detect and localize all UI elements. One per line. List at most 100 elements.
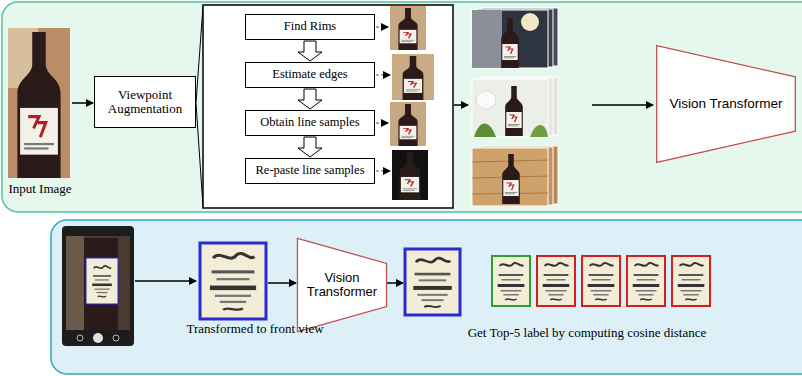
caption-label: Get Top-5 label by computing cosine dist… [452, 326, 722, 341]
step-thumbnails [392, 54, 434, 100]
augmented-stack-wood [472, 148, 548, 206]
step-thumbnails [398, 8, 417, 50]
model-trapezoid: Vision Transformer [656, 45, 796, 163]
text-group: Obtain line samples [260, 116, 359, 130]
trapezoid-outline [657, 46, 796, 163]
phone-screenshot [84, 238, 118, 330]
query-label [405, 249, 460, 315]
top5-results [627, 256, 665, 306]
hollow-arrow [298, 41, 322, 61]
front-view-label [200, 243, 266, 319]
node-label: Viewpoint Augmentation [98, 88, 192, 117]
phone-screenshot [86, 258, 118, 304]
top5-results [537, 256, 575, 306]
augmented-stack-flower [530, 125, 548, 137]
trapezoid-outline [297, 238, 386, 331]
input-photo [8, 28, 70, 178]
text-group: Vision Transformer [669, 97, 782, 112]
bottom-panel [51, 220, 802, 374]
caption-label: Transformed to front view [170, 322, 340, 337]
phone-screenshot [66, 236, 130, 330]
top5-results [492, 256, 710, 306]
node-label: Estimate edges [272, 68, 347, 82]
top5-results [537, 256, 575, 306]
phone-screenshot [77, 335, 83, 341]
flow-arrow [268, 282, 296, 284]
augmented-stack-wood [472, 146, 558, 206]
query-label [405, 249, 460, 315]
phone-screenshot [66, 236, 84, 330]
text-group: Viewpoint Augmentation [98, 88, 192, 117]
augmented-stack-flower [474, 123, 496, 137]
text-group: Vision Transformer [304, 271, 380, 300]
zoom-bracket [196, 103, 203, 207]
flow-arrow [135, 280, 196, 282]
phone-screenshot [62, 226, 134, 346]
top5-results [672, 256, 710, 306]
augmented-stack-flower [472, 79, 548, 137]
zoom-bracket [196, 6, 203, 103]
step-box: Re-paste line samples [245, 158, 375, 184]
hollow-arrow [298, 89, 322, 109]
query-label [405, 249, 460, 315]
node-label: Obtain line samples [260, 116, 359, 130]
top5-results [627, 256, 665, 306]
phone-screenshot [62, 226, 134, 346]
top5-results [582, 256, 620, 306]
text-group: Re-paste line samples [256, 164, 365, 178]
flow-arrow [72, 102, 93, 104]
augmented-stack-city [521, 13, 539, 31]
step-thumbnails [390, 102, 426, 146]
augmented-stack-flower [472, 77, 558, 137]
node-label: Vision Transformer [304, 271, 380, 300]
dashed-leaders [376, 75, 390, 76]
augmented-stack-city [472, 10, 502, 68]
dashed-leaders [376, 123, 388, 124]
phone-screenshot [88, 260, 116, 302]
caption-label: Input Image [0, 182, 80, 197]
step-thumbnails [392, 150, 428, 200]
input-photo [17, 32, 60, 178]
step-box: Find Rims [245, 14, 375, 40]
augmented-stack-wood [502, 154, 520, 204]
node-label: Re-paste line samples [256, 164, 365, 178]
dashed-leaders [376, 171, 390, 172]
text-group: Estimate edges [272, 68, 347, 82]
node-label: Find Rims [284, 20, 336, 34]
process-box: Viewpoint Augmentation [94, 76, 196, 128]
phone-screenshot [93, 333, 103, 343]
augmented-stack-city [501, 18, 519, 68]
top-panel [2, 2, 802, 212]
step-thumbnails [398, 104, 417, 146]
front-view-label [200, 243, 266, 319]
bottom-panel [51, 220, 802, 374]
top5-results [582, 256, 620, 306]
step-box: Obtain line samples [245, 110, 375, 136]
zoom-bracket [196, 6, 203, 207]
text-group: Find Rims [284, 20, 336, 34]
flow-arrow [592, 104, 653, 106]
augmented-stack-city [472, 10, 548, 68]
node-label: Vision Transformer [669, 97, 782, 112]
augmentation-box [203, 5, 453, 208]
flow-arrow [454, 104, 468, 106]
dashed-leaders [376, 27, 388, 28]
augmented-stack-flower [476, 91, 496, 109]
step-thumbnails [400, 152, 421, 200]
step-thumbnails [390, 6, 426, 50]
top5-results [492, 256, 530, 306]
dashed-leaders [376, 27, 390, 171]
phone-screenshot [113, 335, 119, 341]
front-view-label [200, 243, 266, 319]
step-box: Estimate edges [245, 62, 375, 88]
hollow-arrow [298, 137, 322, 157]
step-thumbnails [403, 56, 424, 100]
top-panel [2, 2, 802, 212]
top5-results [492, 256, 530, 306]
model-trapezoid: Vision Transformer [297, 238, 387, 332]
flow-arrow [387, 282, 403, 284]
top5-results [672, 256, 710, 306]
augmented-stack-flower [505, 86, 523, 136]
input-photo [8, 28, 70, 178]
